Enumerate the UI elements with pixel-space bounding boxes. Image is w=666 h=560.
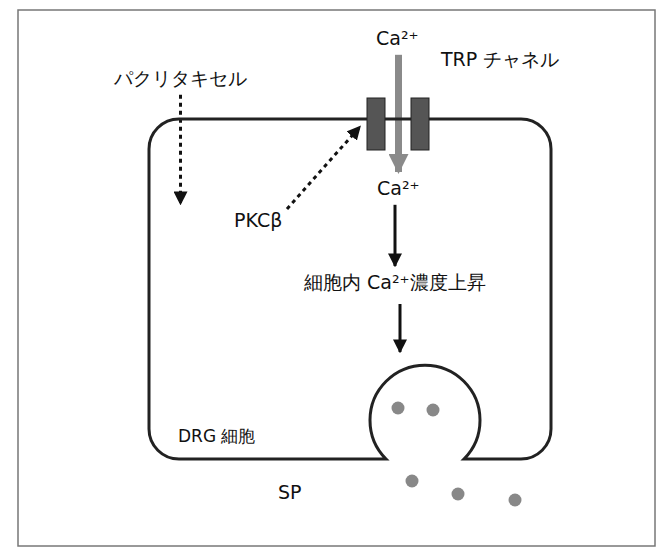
ion-label: Ca²⁺	[374, 25, 421, 52]
frame	[18, 10, 655, 546]
release-arrow	[399, 304, 402, 352]
arrow-connector	[394, 205, 397, 266]
drug-label: パクリタキセル	[112, 65, 249, 92]
cell-outline: DRG 細胞 PKCβ Ca²⁺ 細胞内 Ca²⁺濃度上昇	[148, 118, 552, 460]
sp-granules	[392, 402, 522, 507]
channel-subunit	[411, 98, 429, 150]
node-label: DRG 細胞	[176, 424, 257, 448]
process-label: 細胞内 Ca²⁺濃度上昇	[302, 269, 488, 296]
kinase-label: PKCβ	[232, 207, 285, 234]
node-label: TRP チャネル	[439, 46, 561, 73]
node-label: Ca²⁺	[374, 25, 421, 52]
channel-symbol	[365, 98, 431, 150]
node-label: PKCβ	[232, 207, 285, 234]
node-label: パクリタキセル	[112, 65, 249, 92]
arrow-connector	[395, 55, 402, 172]
node-label: 細胞内 Ca²⁺濃度上昇	[302, 269, 488, 296]
arrow-connector	[179, 95, 182, 204]
channel-symbol: TRP チャネル	[365, 98, 431, 150]
substance-label: SP	[276, 479, 304, 506]
node-label: Ca²⁺	[375, 175, 422, 202]
ion-label: Ca²⁺	[375, 175, 422, 202]
cell-membrane	[149, 119, 551, 459]
channel-subunit	[367, 98, 385, 150]
arrow-connector	[287, 127, 360, 209]
